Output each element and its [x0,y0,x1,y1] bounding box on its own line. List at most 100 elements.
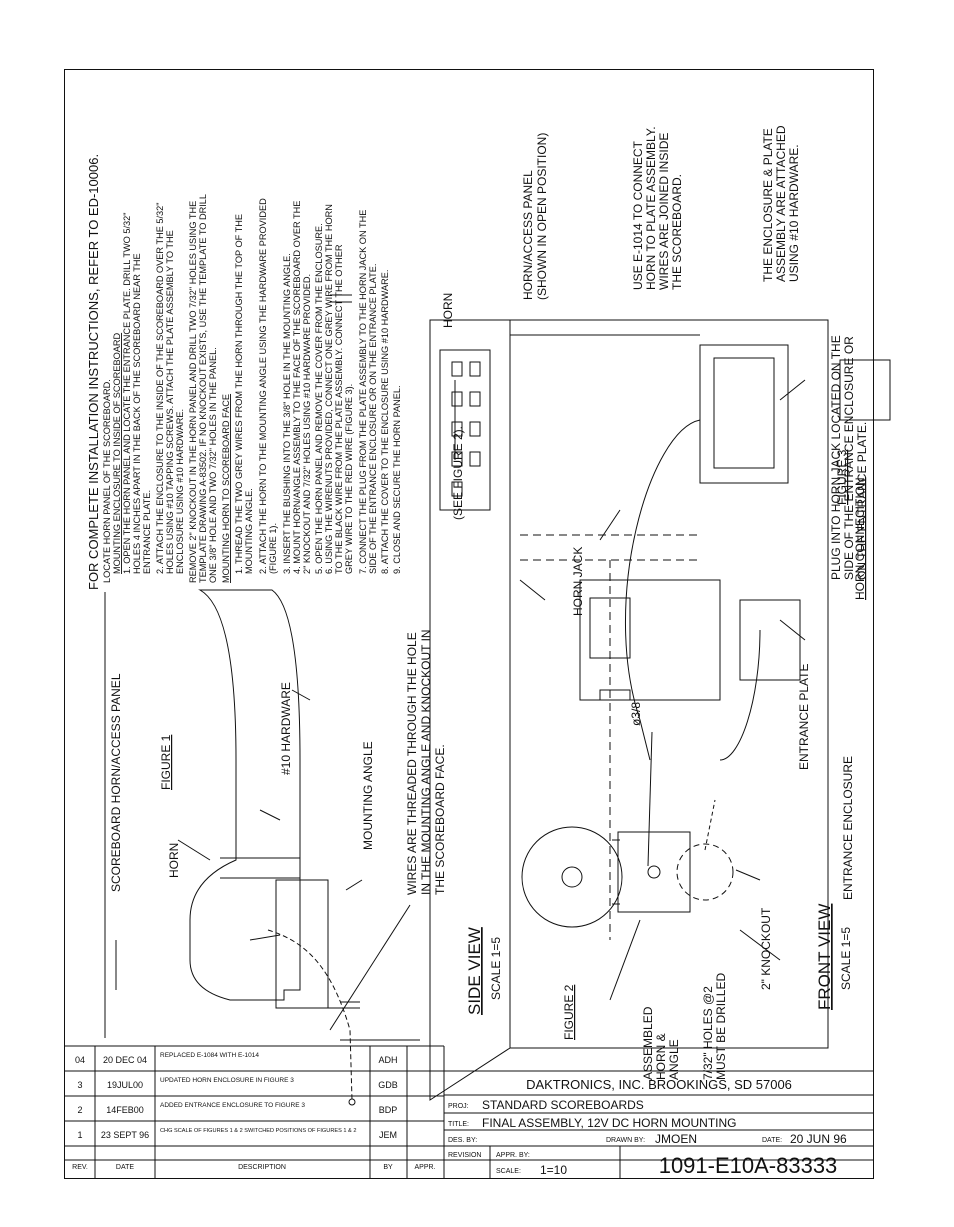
note-line: 5. OPEN THE HORN PANEL AND REMOVE THE CO… [314,223,324,574]
holes-label-1: 7/32" HOLES @2 [701,986,715,1080]
entrance-plate [579,579,721,701]
note-line: FOR COMPLETE INSTALLATION INSTRUCTIONS, … [86,154,101,590]
note-line: 2. ATTACH THE ENCLOSURE TO THE INSIDE OF… [155,202,165,574]
des-by-label: DES. BY: [448,1137,477,1144]
horn-connection-label: HORN CONNECITION [853,477,867,600]
horn-top-label: HORN [441,293,455,328]
mounting-angle-label: MOUNTING ANGLE [361,741,375,850]
side-view-scale: SCALE 1=5 [489,937,503,1000]
note-line: GREY WIRE TO THE RED WIRE (FIGURE 3). [344,384,354,574]
date-value: 20 JUN 96 [790,1132,847,1146]
knockout-label: 2" KNOCKOUT [759,907,773,990]
header-by: BY [383,1164,393,1171]
plug-label-2: SIDE OF THE ENTRANCE ENCLOSURE OR [842,336,856,580]
note-line: 1. OPEN THE HORN PANEL AND LOCATE THE EN… [122,213,132,575]
note-line: ENCLOSURE USING #10 HARDWARE. [175,409,185,574]
note-line: 4. MOUNT HORN/ANGLE ASSEMBLY TO THE FACE… [292,201,302,574]
horn-label: HORN [167,843,181,878]
appr-by-label: APPR. BY: [496,1152,530,1159]
date-cell: 23 SEPT 96 [101,1130,149,1140]
front-view-title: FRONT VIEW [815,904,834,1010]
project-name: STANDARD SCOREBOARDS [482,1098,644,1112]
header-date: DATE [116,1164,134,1171]
note-line: 3. INSERT THE BUSHING INTO THE 3/8" HOLE… [282,253,292,574]
horn-outline [189,589,301,1001]
use-e1014-label-4: THE SCOREBOARD. [670,174,684,290]
drawing-sheet-border [64,69,874,1179]
header-appr: APPR. [414,1164,435,1171]
note-line: MOUNTING HORN TO SCOREBOARD FACE [221,394,231,583]
horn-access-label-2: (SHOWN IN OPEN POSITION) [535,133,549,300]
holes-label-2: MUST BE DRILLED [714,973,728,1080]
note-line: 1. THREAD THE TWO GREY WIRES FROM THE HO… [234,214,244,574]
enclosure-label-3: USING #10 HARDWARE. [787,144,801,282]
scoreboard-panel-label: SCOREBOARD HORN/ACCESS PANEL [109,673,123,892]
use-e1014-label-1: USE E-1014 TO CONNECT [631,140,645,290]
note-line: 8. ATTACH THE COVER TO THE ENCLOSURE USI… [380,270,390,574]
scale-value: 1=10 [540,1163,567,1177]
entrance-plate-label: ENTRANCE PLATE [797,664,811,770]
horn-access-panel-open [429,319,511,1101]
note-line: HOLES 4 INCHES APART IN THE BACK OF THE … [132,253,142,574]
rev-cell: 2 [77,1105,82,1115]
date-cell: 20 DEC 04 [103,1055,147,1065]
note-line: 2" KNOCKOUT AND 7/32" HOLES USING #10 HA… [302,274,312,574]
drawn-by-value: JMOEN [655,1132,697,1146]
company-name: DAKTRONICS, INC. BROOKINGS, SD 57006 [526,1077,792,1092]
by-cell: BDP [379,1105,398,1115]
rev-cell: 04 [75,1055,85,1065]
desc-cell: ADDED ENTRANCE ENCLOSURE TO FIGURE 3 [160,1102,305,1109]
desc-cell: CHG SCALE OF FIGURES 1 & 2 SWITCHED POSI… [160,1128,356,1134]
enclosure-label-1: THE ENCLOSURE & PLATE [761,128,775,282]
note-line: MOUNTING ENCLOSURE TO INSIDE OF SCOREBOA… [112,333,122,574]
date-cell: 19JUL00 [107,1080,143,1090]
side-view-title: SIDE VIEW [465,927,484,1015]
use-e1014-label-2: HORN TO PLATE ASSEMBLY. [644,126,658,290]
revision-label: REVISION [448,1152,481,1159]
enclosure-label-2: ASSEMBLY ARE ATTACHED [774,125,788,282]
note-line: 6. USING THE WIRENUTS PROVIDED, CONNECT … [324,204,334,574]
horn-bell-circle [521,826,623,928]
entrance-enclosure-label: ENTRANCE ENCLOSURE [841,756,855,900]
note-line: MOUNTING ANGLE. [244,488,254,574]
drawing-number: 1091-E10A-83333 [659,1153,838,1178]
note-line: TO THE BLACK WIRE FROM THE PLATE ASSEMBL… [334,244,344,574]
mounting-angle-plate [617,831,691,913]
drawn-by-label: DRAWN BY: [606,1137,645,1144]
assembled-label-1: ASSEMBLED [641,1006,655,1080]
harness-wire [624,419,701,761]
wires-label-3: THE SCOREBOARD FACE. [433,744,447,895]
note-line: 9. CLOSE AND SECURE THE HORN PANEL. [392,385,402,574]
note-line: HOLES USING #10 TAPPING SCREWS. ATTACH T… [165,230,175,574]
date-label: DATE: [762,1137,782,1144]
note-line: SIDE OF THE ENTRANCE ENCLOSURE OR ON THE… [368,264,378,574]
front-view-scale: SCALE 1=5 [839,927,853,990]
knockout-circle [676,843,734,901]
horn-access-label-1: HORN/ACCESS PANEL [521,170,535,300]
plug-label-1: PLUG INTO HORN JACK LOCATED ON THE [829,335,843,580]
dia-3-8-label: ø3/8 [629,702,643,726]
date-cell: 14FEB00 [106,1105,144,1115]
proj-label: PROJ: [448,1103,469,1110]
use-e1014-label-3: WIRES ARE JOINED INSIDE [657,133,671,290]
by-cell: ADH [378,1055,397,1065]
panel-squares [451,361,481,497]
figure3-label: FIGURE 3 [835,449,849,505]
note-line: LOCATE HORN PANEL OF THE SCOREBOARD. [102,379,112,583]
plug-label-3: ON THE ENTRANCE PLATE. [855,422,869,580]
wires-label-2: IN THE MOUNTING ANGLE AND KNOCKOUT IN [419,629,433,895]
note-line: 7. CONNECT THE PLUG FROM THE PLATE ASSEM… [358,210,368,574]
figure2-label: FIGURE 2 [562,984,576,1040]
header-description: DESCRIPTION [238,1164,286,1171]
rev-cell: 3 [77,1080,82,1090]
by-cell: JEM [379,1130,397,1140]
desc-cell: UPDATED HORN ENCLOSURE IN FIGURE 3 [160,1077,294,1084]
note-line: REMOVE 2" KNOCKOUT IN THE HORN PANEL AND… [188,201,198,583]
drawing-title: FINAL ASSEMBLY, 12V DC HORN MOUNTING [482,1116,737,1130]
horn-connection-box [739,599,801,681]
wires-label-1: WIRES ARE THREADED THROUGH THE HOLE [405,632,419,895]
title-label: TITLE: [448,1121,469,1128]
notes-block: FOR COMPLETE INSTALLATION INSTRUCTIONS, … [86,154,402,590]
